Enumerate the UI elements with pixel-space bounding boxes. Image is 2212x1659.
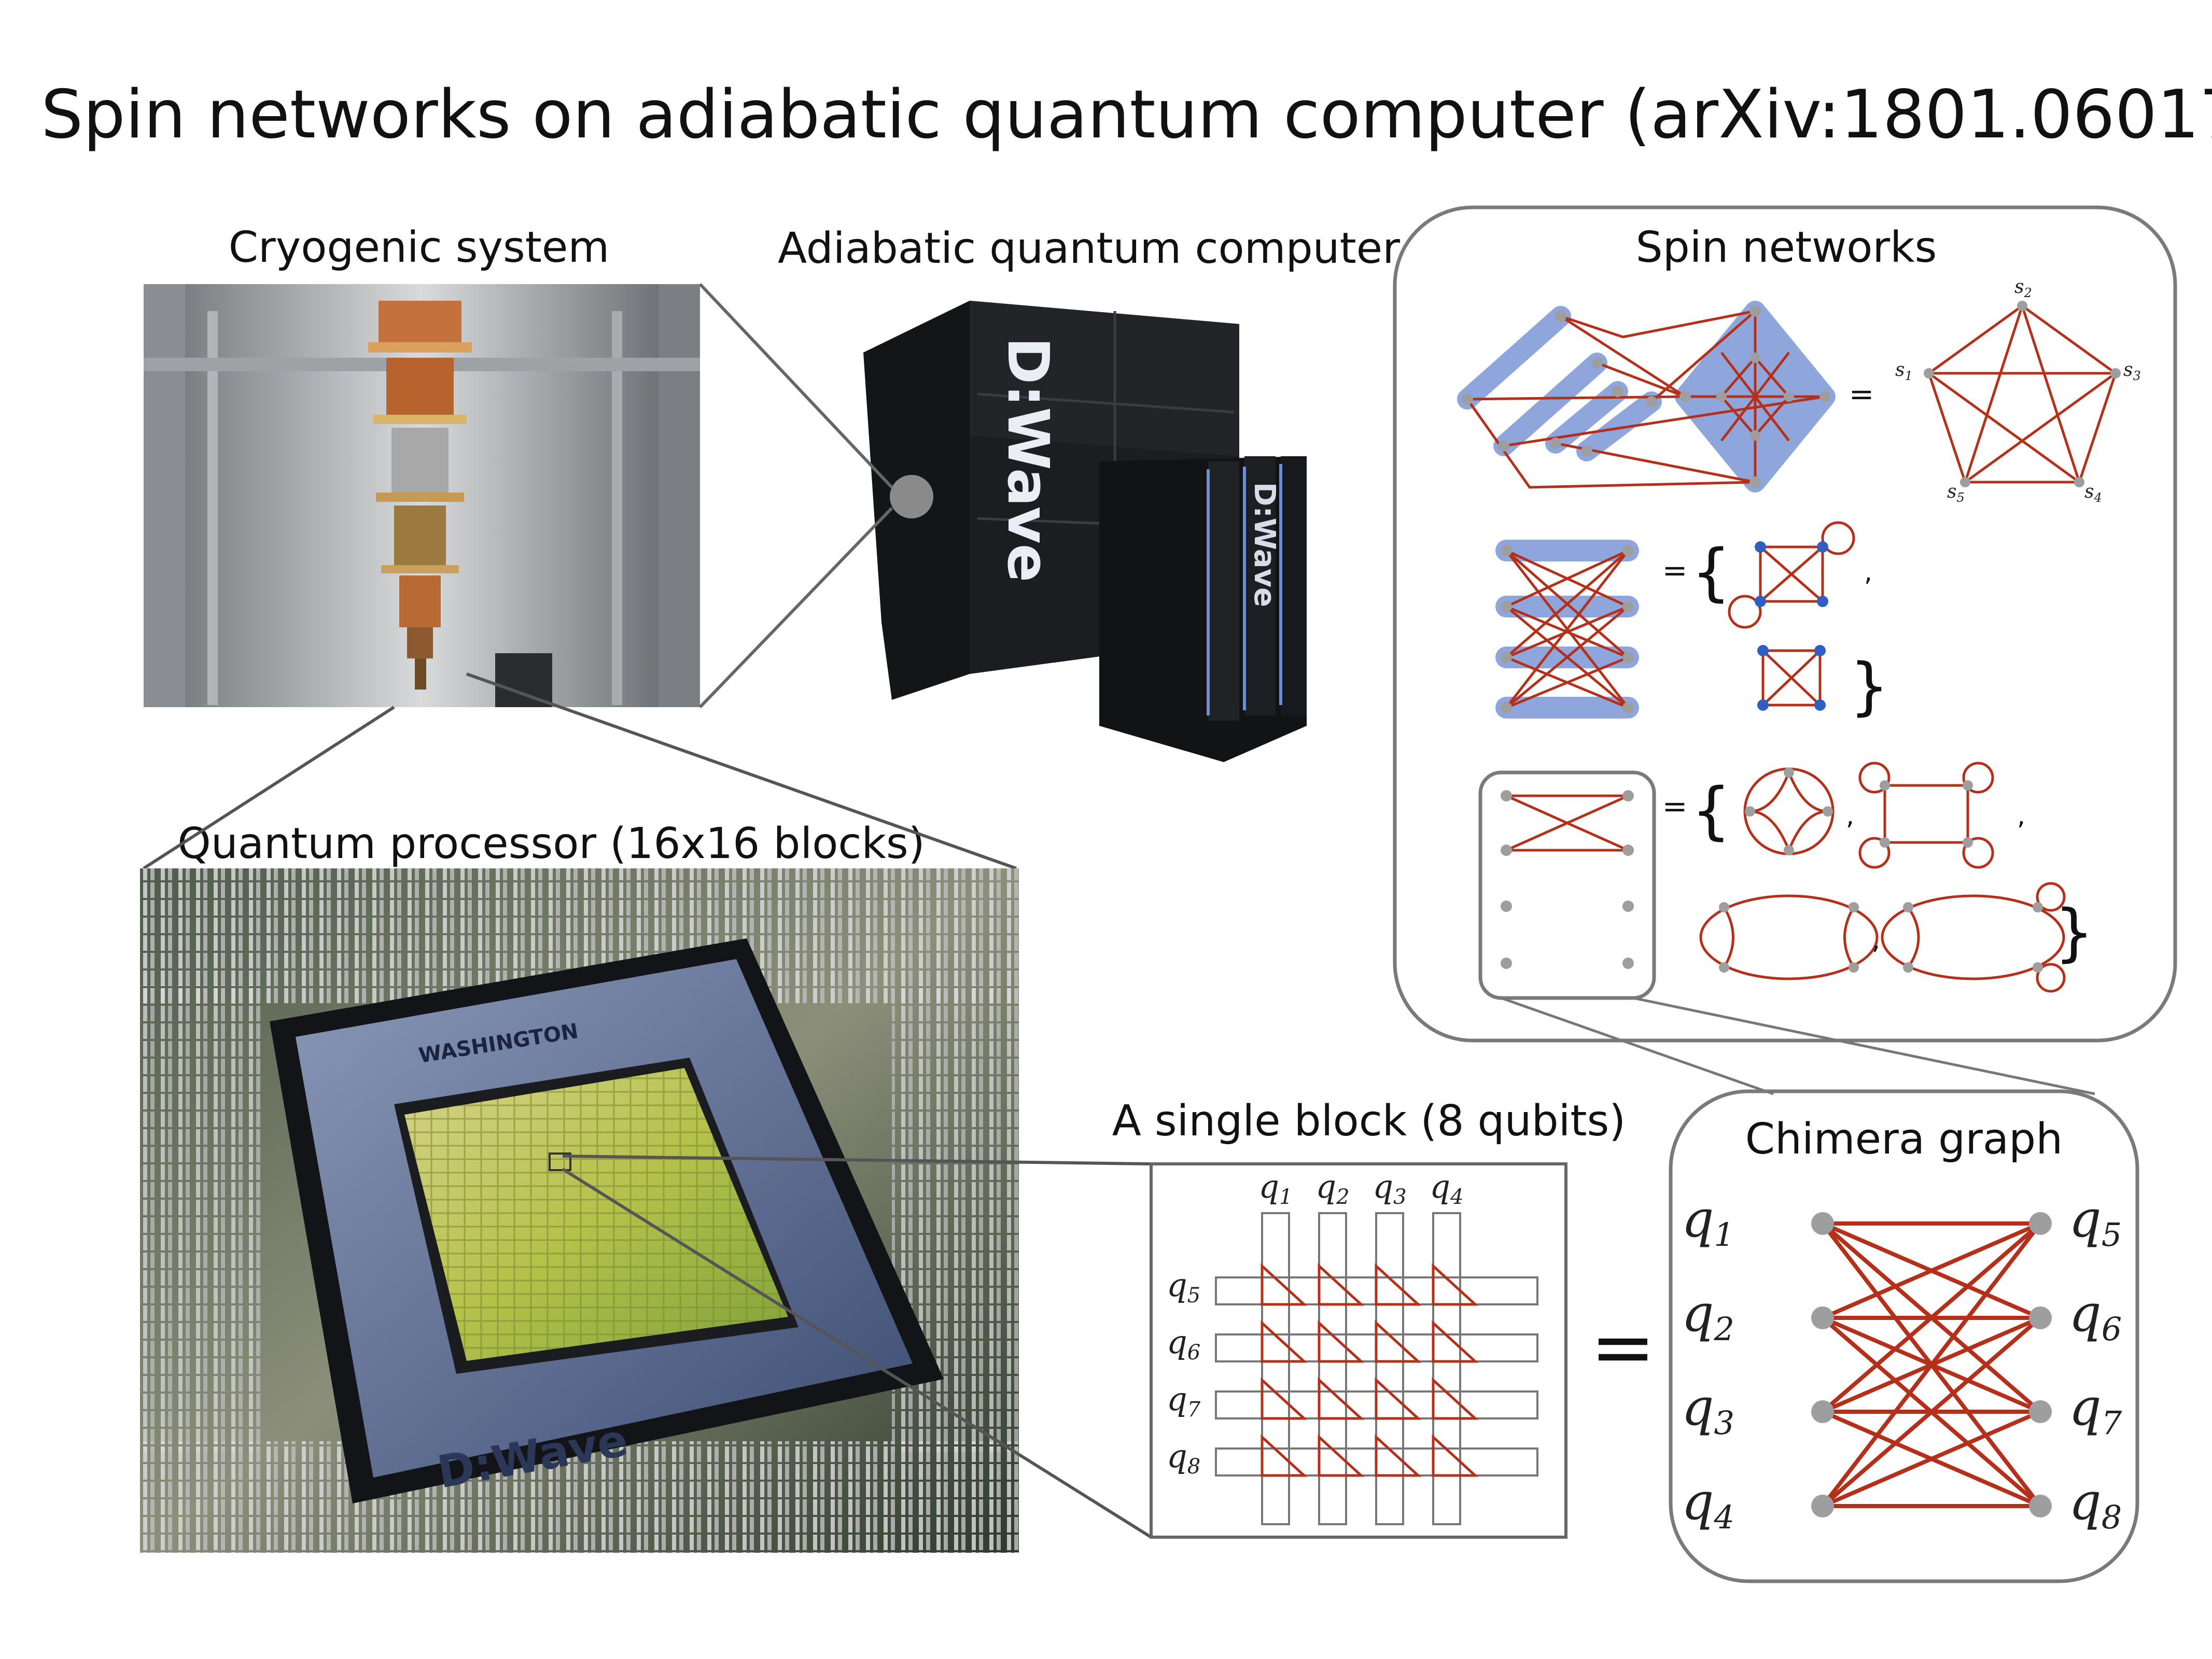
chimera-node-q8 [2029,1495,2052,1517]
single-block-diagram [1215,1212,1538,1525]
qubit-loop-vertical-3 [1375,1212,1404,1525]
equals-row-2: = [1662,553,1688,588]
spin-networks-label: Spin networks [1636,223,1937,272]
coupler-3-5 [1375,1263,1422,1306]
brace-left-row-2: { [1691,537,1731,609]
chimera-block-outline [1478,770,1656,1000]
spin-label-s5: s5 [1947,481,1965,505]
chimera-label-q8: q8 [2069,1472,2122,1536]
chimera-label-q1: q1 [1682,1190,1734,1254]
comma-row-3a: , [1846,800,1854,831]
chimera-label-q7: q7 [2069,1378,2122,1442]
coupler-3-7 [1375,1377,1422,1420]
chimera-label: Chimera graph [1745,1115,2063,1164]
block-label-q6: q6 [1167,1323,1200,1365]
spin-label-s2: s2 [2014,276,2032,300]
chimera-label-q5: q5 [2069,1190,2122,1254]
coupler-4-6 [1432,1320,1479,1363]
single-block-frame [1150,1162,1567,1539]
chimera-label-q3: q3 [1682,1378,1734,1442]
spin-network-row-3: = { , , , [1478,762,2094,1000]
chimera-edge-q3-q5 [1821,1221,2042,1414]
chimera-node-q5 [2029,1212,2052,1235]
comma-row-3b: , [2017,800,2025,831]
chimera-edge-q4-q6 [1821,1316,2042,1508]
coupler-2-8 [1318,1434,1365,1477]
spin-network-row-1: = s2 s1 s3 s5 s4 [1457,276,2141,505]
spin-network-row-2: = { , } [1495,521,1889,723]
page-title: Spin networks on adiabatic quantum compu… [41,76,2212,153]
equals-row-1: = [1849,376,1874,412]
coupler-4-5 [1432,1263,1479,1306]
coupler-1-8 [1261,1434,1308,1477]
chimera-node-q3 [1811,1400,1834,1423]
comma-row-2: , [1864,557,1872,587]
chimera-edge-q2-q5 [1822,1221,2041,1320]
single-block-label: A single block (8 qubits) [1112,1096,1626,1146]
coupler-1-7 [1261,1377,1308,1420]
spin-label-s3: s3 [2123,359,2141,383]
coupler-2-7 [1318,1377,1365,1420]
chimera-edge-q4-q5 [1821,1222,2042,1508]
chimera-edge-q4-q7 [1822,1410,2041,1508]
block-label-q5: q5 [1167,1266,1200,1307]
spin-networks-panel [1393,205,2177,1043]
coupler-2-5 [1318,1263,1365,1306]
coupler-3-8 [1375,1434,1422,1477]
cryogenic-label: Cryogenic system [229,223,610,272]
processor-photo: WASHINGTON D:Wave [140,868,1019,1553]
coupler-3-6 [1375,1320,1422,1363]
cryogenic-photo [144,284,700,707]
coupler-2-6 [1318,1320,1365,1363]
brace-right-row-2: } [1850,651,1889,723]
chimera-node-q2 [1811,1306,1834,1329]
block-label-q1: q1 [1258,1168,1292,1209]
chimera-label-q6: q6 [2069,1284,2122,1348]
chimera-node-q4 [1811,1495,1834,1517]
adiabatic-label: Adiabatic quantum computer [778,224,1400,273]
qubit-loop-vertical-4 [1432,1212,1461,1525]
zoom-dot [890,475,933,518]
block-label-q3: q3 [1373,1168,1406,1209]
chimera-panel [1669,1089,2139,1583]
chimera-node-q7 [2029,1400,2052,1423]
chimera-node-q1 [1811,1212,1834,1235]
spin-label-s4: s4 [2084,481,2102,505]
qubit-loop-vertical-2 [1318,1212,1347,1525]
machine-brand: D:Wave [995,337,1061,582]
block-label-q2: q2 [1315,1168,1349,1209]
equals-block-chimera: = [1590,1302,1656,1393]
comma-row-3c: , [1872,925,1880,955]
equals-row-3: = [1662,789,1688,824]
chimera-node-q6 [2029,1306,2052,1329]
chimera-graph [1811,1212,2052,1517]
qubit-loop-vertical-1 [1261,1212,1290,1525]
coupler-4-8 [1432,1434,1479,1477]
spin-label-s1: s1 [1895,359,1913,383]
chimera-label-q4: q4 [1682,1472,1734,1536]
coupler-1-5 [1261,1263,1308,1306]
brace-right-row-3: } [2054,897,2094,969]
brace-left-row-3: { [1691,775,1731,847]
dwave-machine: D:Wave D:Wave [863,301,1307,762]
block-label-q4: q4 [1430,1168,1463,1209]
block-label-q7: q7 [1167,1380,1201,1422]
block-label-q8: q8 [1167,1437,1200,1479]
processor-label: Quantum processor (16x16 blocks) [177,819,925,868]
module-brand: D:Wave [1248,482,1281,607]
coupler-1-6 [1261,1320,1308,1363]
chimera-label-q2: q2 [1682,1284,1734,1348]
coupler-4-7 [1432,1377,1479,1420]
